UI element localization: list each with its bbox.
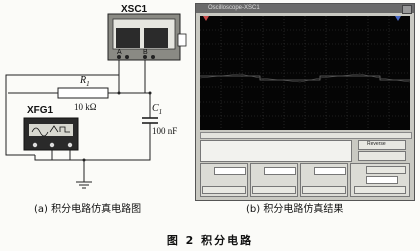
capacitor-c1 (142, 117, 158, 124)
scope-channel-a-label: A (117, 49, 122, 56)
scope-name-label: XSC1 (121, 4, 148, 15)
channel-a-coupling-buttons[interactable] (252, 186, 296, 194)
function-generator-xfg1-symbol (23, 117, 79, 151)
generator-name-label: XFG1 (27, 105, 54, 116)
timebase-scale-field[interactable] (214, 167, 246, 175)
capacitor-subscript: 1 (158, 108, 163, 116)
capacitor-letter: C (152, 103, 159, 114)
save-button[interactable] (358, 151, 406, 161)
readout-panel (200, 140, 352, 162)
figure-caption: 图 2 积分电路 (166, 234, 254, 247)
timebase-mode-buttons[interactable] (202, 186, 246, 194)
caption-a: (a) 积分电路仿真电路图 (34, 204, 142, 215)
oscilloscope-title: Oscilloscope-XSC1 (208, 5, 260, 11)
capacitor-value-label: 100 nF (152, 126, 178, 136)
close-icon[interactable] (402, 5, 412, 14)
channel-b-coupling-buttons[interactable] (302, 186, 346, 194)
ground-symbol (76, 181, 92, 189)
trace-channel-b (199, 73, 411, 83)
circuit-diagram (5, 13, 187, 189)
resistor-name-label: R1 (80, 76, 90, 89)
caption-b: (b) 积分电路仿真结果 (246, 204, 344, 215)
oscilloscope-title-bar: Oscilloscope-XSC1 (196, 4, 414, 14)
oscilloscope-window: Oscilloscope-XSC1 R (195, 3, 415, 201)
resistor-subscript: 1 (86, 80, 90, 88)
trigger-edge-buttons[interactable] (366, 166, 406, 174)
trigger-mode-buttons[interactable] (354, 186, 406, 194)
oscilloscope-screen (199, 16, 411, 130)
resistor-letter: R (80, 75, 87, 86)
oscilloscope-scrollbar[interactable] (200, 132, 412, 139)
channel-b-scale-field[interactable] (314, 167, 346, 175)
scope-channel-b-label: B (143, 49, 148, 56)
capacitor-name-label: C1 (152, 104, 162, 117)
oscilloscope-display (199, 16, 411, 130)
channel-a-scale-field[interactable] (264, 167, 296, 175)
resistor-value-label: 10 kΩ (74, 102, 97, 112)
trigger-level-field[interactable] (366, 176, 398, 184)
reverse-button-label: Reverse (367, 141, 386, 147)
reverse-button[interactable] (358, 140, 406, 150)
resistor-r1 (57, 87, 109, 99)
oscilloscope-xsc1-symbol (107, 13, 187, 61)
